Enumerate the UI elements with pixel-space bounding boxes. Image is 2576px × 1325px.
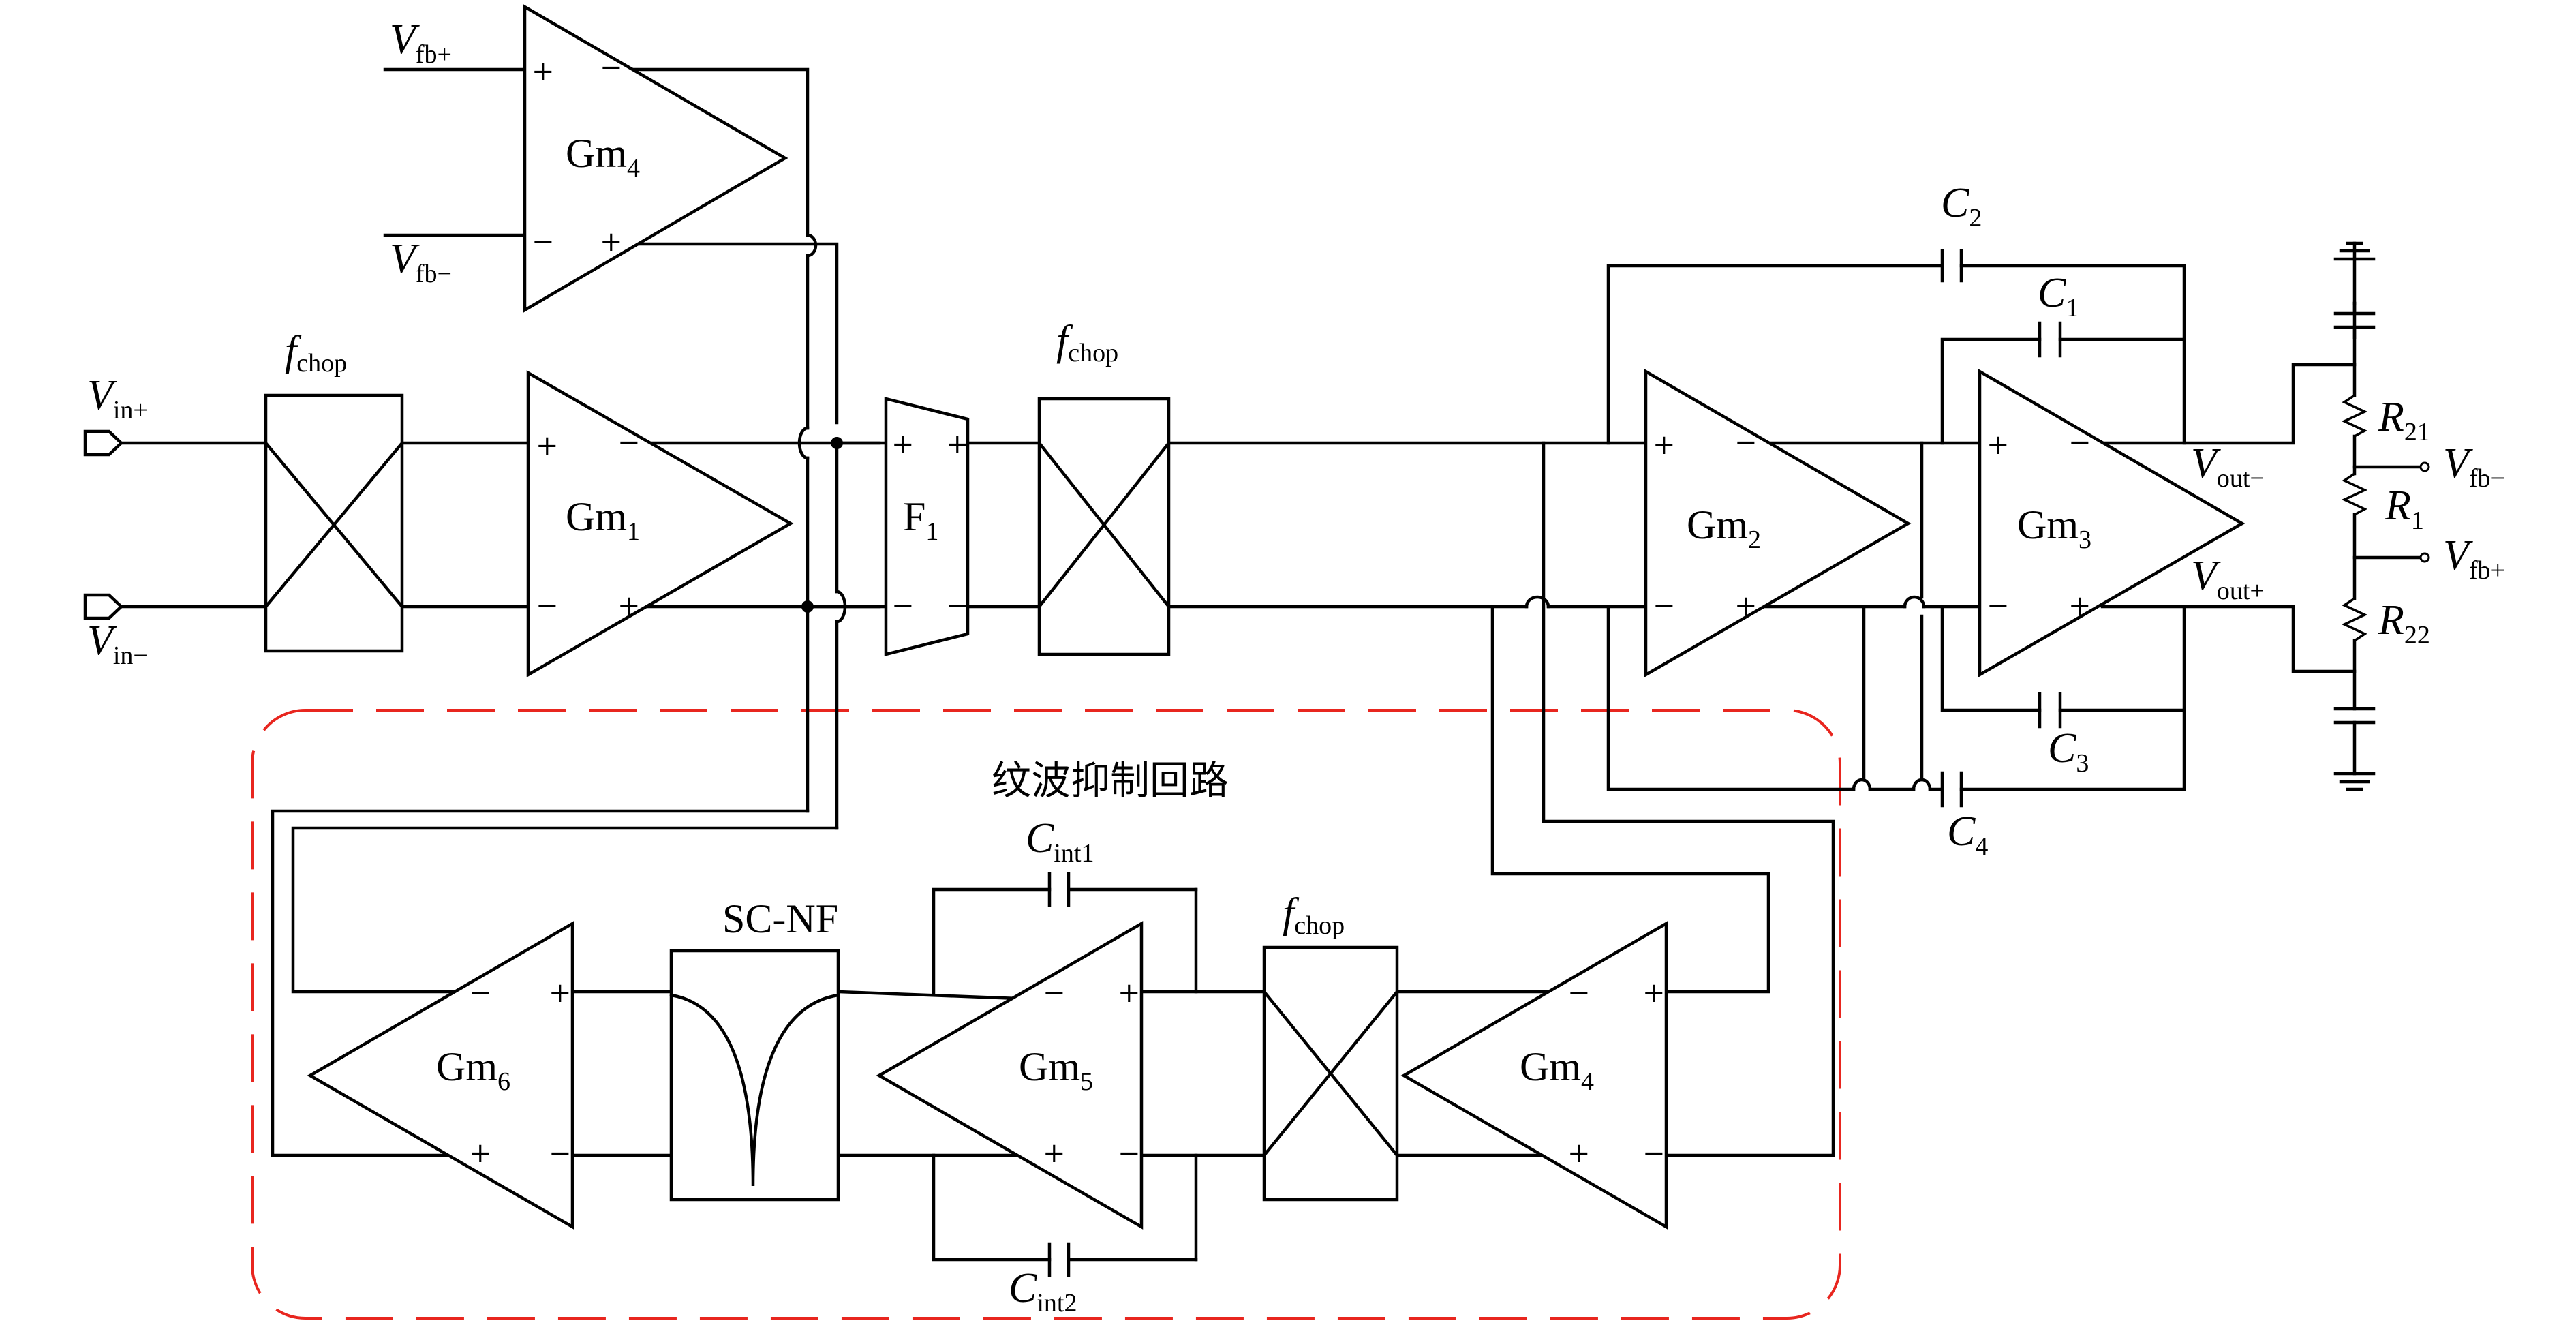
svg-text:−: − [1987,590,2010,622]
svg-text:+: + [617,590,641,622]
vout-plus-label: Vout+ [2191,553,2265,605]
vfb-minus-right-label: Vfb− [2443,440,2505,493]
gm1-amplifier[interactable]: + − − + [526,370,794,677]
svg-text:+: + [1734,590,1758,622]
svg-text:+: + [1653,429,1676,461]
vin-minus-port[interactable] [83,593,124,620]
vfb-minus-top-label: Vfb− [390,236,452,288]
sc-nf-block[interactable] [669,949,840,1202]
svg-text:+: + [2068,590,2091,622]
gm4-top-label: Gm4 [566,131,640,183]
sc-nf-label: SC-NF [722,896,838,941]
c4-label: C4 [1947,808,1988,861]
svg-text:−: − [617,427,641,458]
gm4-bottom-amplifier[interactable]: − + + − [1400,921,1668,1230]
wires [114,67,2430,1277]
svg-text:−: − [946,590,969,622]
vin-plus-port[interactable] [83,429,124,457]
fchop-3-label: fchop [1283,890,1345,940]
gm4-top-amplifier[interactable]: + − − + [523,4,788,313]
svg-text:−: − [1043,977,1066,1009]
vout-minus-label: Vout− [2191,440,2265,493]
gm3-label: Gm3 [2017,502,2091,554]
ripple-loop-boundary [251,709,1841,1320]
r21-label: R21 [2378,394,2430,446]
gm2-label: Gm2 [1687,502,1761,554]
r1-label: R1 [2385,483,2424,535]
chopper-1[interactable] [263,393,405,653]
svg-text:+: + [891,429,915,460]
gm3-amplifier[interactable]: + − − + [1978,369,2245,677]
svg-text:−: − [1653,590,1676,622]
vfb-plus-right-label: Vfb+ [2443,532,2505,585]
c2-label: C2 [1941,180,1982,232]
svg-text:+: + [1043,1138,1066,1169]
vin-plus-label: Vin+ [87,372,148,425]
f1-filter[interactable]: + + − − [884,397,970,656]
svg-text:+: + [600,226,623,258]
ripple-loop-title: 纹波抑制回路 [992,757,1229,804]
c1-label: C1 [2038,270,2079,322]
r22-label: R22 [2378,597,2430,650]
gm6-amplifier[interactable]: − + + − [307,921,574,1230]
gm4-bottom-label: Gm4 [1520,1044,1594,1096]
gm1-label: Gm1 [566,494,640,546]
junction-dot [801,600,814,613]
cint2-label: Cint2 [1009,1265,1077,1318]
svg-text:+: + [1642,977,1666,1009]
vin-minus-label: Vin− [87,618,148,670]
svg-text:−: − [2068,427,2091,458]
svg-text:+: + [469,1138,492,1169]
fchop-2-label: fchop [1056,318,1118,367]
svg-text:+: + [1118,977,1141,1009]
svg-text:−: − [891,590,915,622]
svg-text:+: + [1987,429,2010,461]
gm5-label: Gm5 [1019,1044,1093,1096]
chopper-2[interactable] [1037,397,1171,656]
junction-dot [831,437,843,449]
svg-text:−: − [469,977,492,1009]
vfb-plus-top-label: Vfb+ [390,16,452,69]
svg-text:−: − [1567,977,1591,1009]
svg-text:+: + [536,430,559,461]
f1-label: F1 [903,494,938,546]
svg-text:−: − [600,52,623,83]
c3-label: C3 [2048,725,2089,778]
svg-text:−: − [1734,427,1758,458]
svg-text:+: + [549,977,572,1009]
gm2-amplifier[interactable]: + − − + [1644,369,1912,677]
svg-text:−: − [532,226,555,258]
svg-text:+: + [946,429,969,460]
svg-text:+: + [1567,1138,1591,1169]
fchop-1-label: fchop [285,328,347,378]
cint1-label: Cint1 [1026,815,1094,868]
svg-text:+: + [532,56,555,87]
chopper-3[interactable] [1261,945,1400,1202]
svg-text:−: − [1642,1138,1666,1169]
svg-text:−: − [536,590,559,622]
svg-text:−: − [1118,1138,1141,1169]
gm5-amplifier[interactable]: − + + − [876,921,1144,1230]
svg-text:−: − [549,1138,572,1169]
gm6-label: Gm6 [436,1044,510,1096]
